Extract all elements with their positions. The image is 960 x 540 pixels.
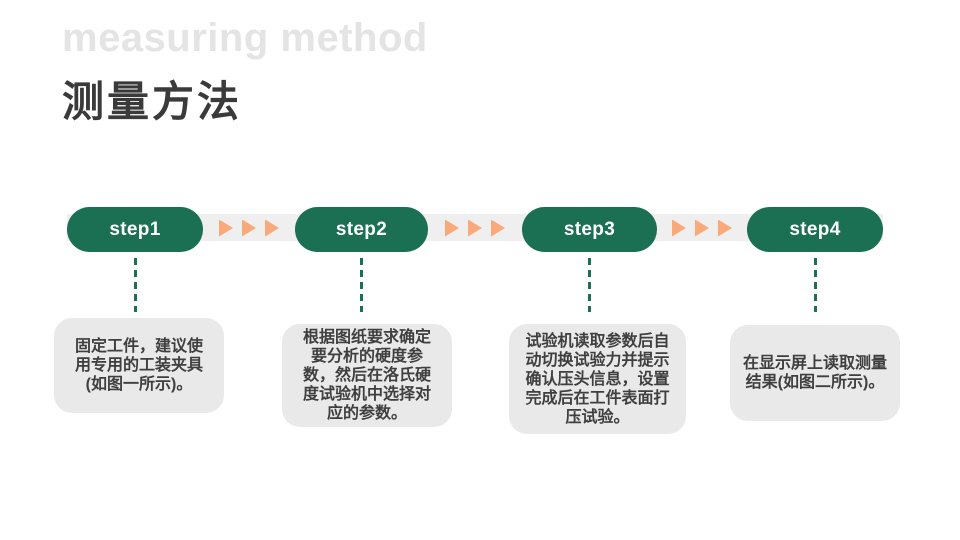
step-note-3: 试验机读取参数后自 动切换试验力并提示 确认压头信息，设置 完成后在工件表面打 … bbox=[509, 324, 686, 434]
step-pill-1: step1 bbox=[67, 207, 203, 252]
arrow-group-3 bbox=[672, 219, 732, 237]
step-pill-2: step2 bbox=[295, 207, 428, 252]
step-note-2: 根据图纸要求确定 要分析的硬度参 数，然后在洛氏硬 度试验机中选择对 应的参数。 bbox=[282, 324, 452, 427]
arrow-right-icon bbox=[718, 219, 732, 237]
step-note-4-text: 在显示屏上读取测量 结果(如图二所示)。 bbox=[742, 355, 887, 391]
connector-dashed-line-1 bbox=[134, 258, 137, 312]
arrow-right-icon bbox=[242, 219, 256, 237]
step-note-4: 在显示屏上读取测量 结果(如图二所示)。 bbox=[730, 325, 900, 421]
step-pill-3-label: step3 bbox=[563, 218, 616, 240]
arrow-right-icon bbox=[695, 219, 709, 237]
step-pill-3: step3 bbox=[522, 207, 657, 252]
step-note-1-text: 固定工件，建议使 用专用的工装夹具 (如图一所示)。 bbox=[74, 338, 203, 393]
page-title: 测量方法 bbox=[62, 78, 243, 125]
arrow-group-1 bbox=[219, 219, 279, 237]
step-pill-1-label: step1 bbox=[109, 218, 161, 240]
arrow-right-icon bbox=[468, 219, 482, 237]
connector-dashed-line-2 bbox=[360, 258, 363, 312]
step-pill-4: step4 bbox=[747, 207, 883, 252]
subtitle-english: measuring method bbox=[62, 16, 428, 60]
step-note-2-text: 根据图纸要求确定 要分析的硬度参 数，然后在洛氏硬 度试验机中选择对 应的参数。 bbox=[302, 329, 431, 422]
step-note-1: 固定工件，建议使 用专用的工装夹具 (如图一所示)。 bbox=[54, 318, 224, 413]
arrow-group-2 bbox=[445, 219, 505, 237]
arrow-right-icon bbox=[672, 219, 686, 237]
connector-dashed-line-4 bbox=[814, 258, 817, 312]
arrow-right-icon bbox=[219, 219, 233, 237]
arrow-right-icon bbox=[491, 219, 505, 237]
step-pill-4-label: step4 bbox=[789, 218, 841, 240]
connector-dashed-line-3 bbox=[588, 258, 591, 312]
arrow-right-icon bbox=[445, 219, 459, 237]
step-pill-2-label: step2 bbox=[335, 218, 388, 240]
step-note-3-text: 试验机读取参数后自 动切换试验力并提示 确认压头信息，设置 完成后在工件表面打 … bbox=[525, 332, 670, 426]
arrow-right-icon bbox=[265, 219, 279, 237]
